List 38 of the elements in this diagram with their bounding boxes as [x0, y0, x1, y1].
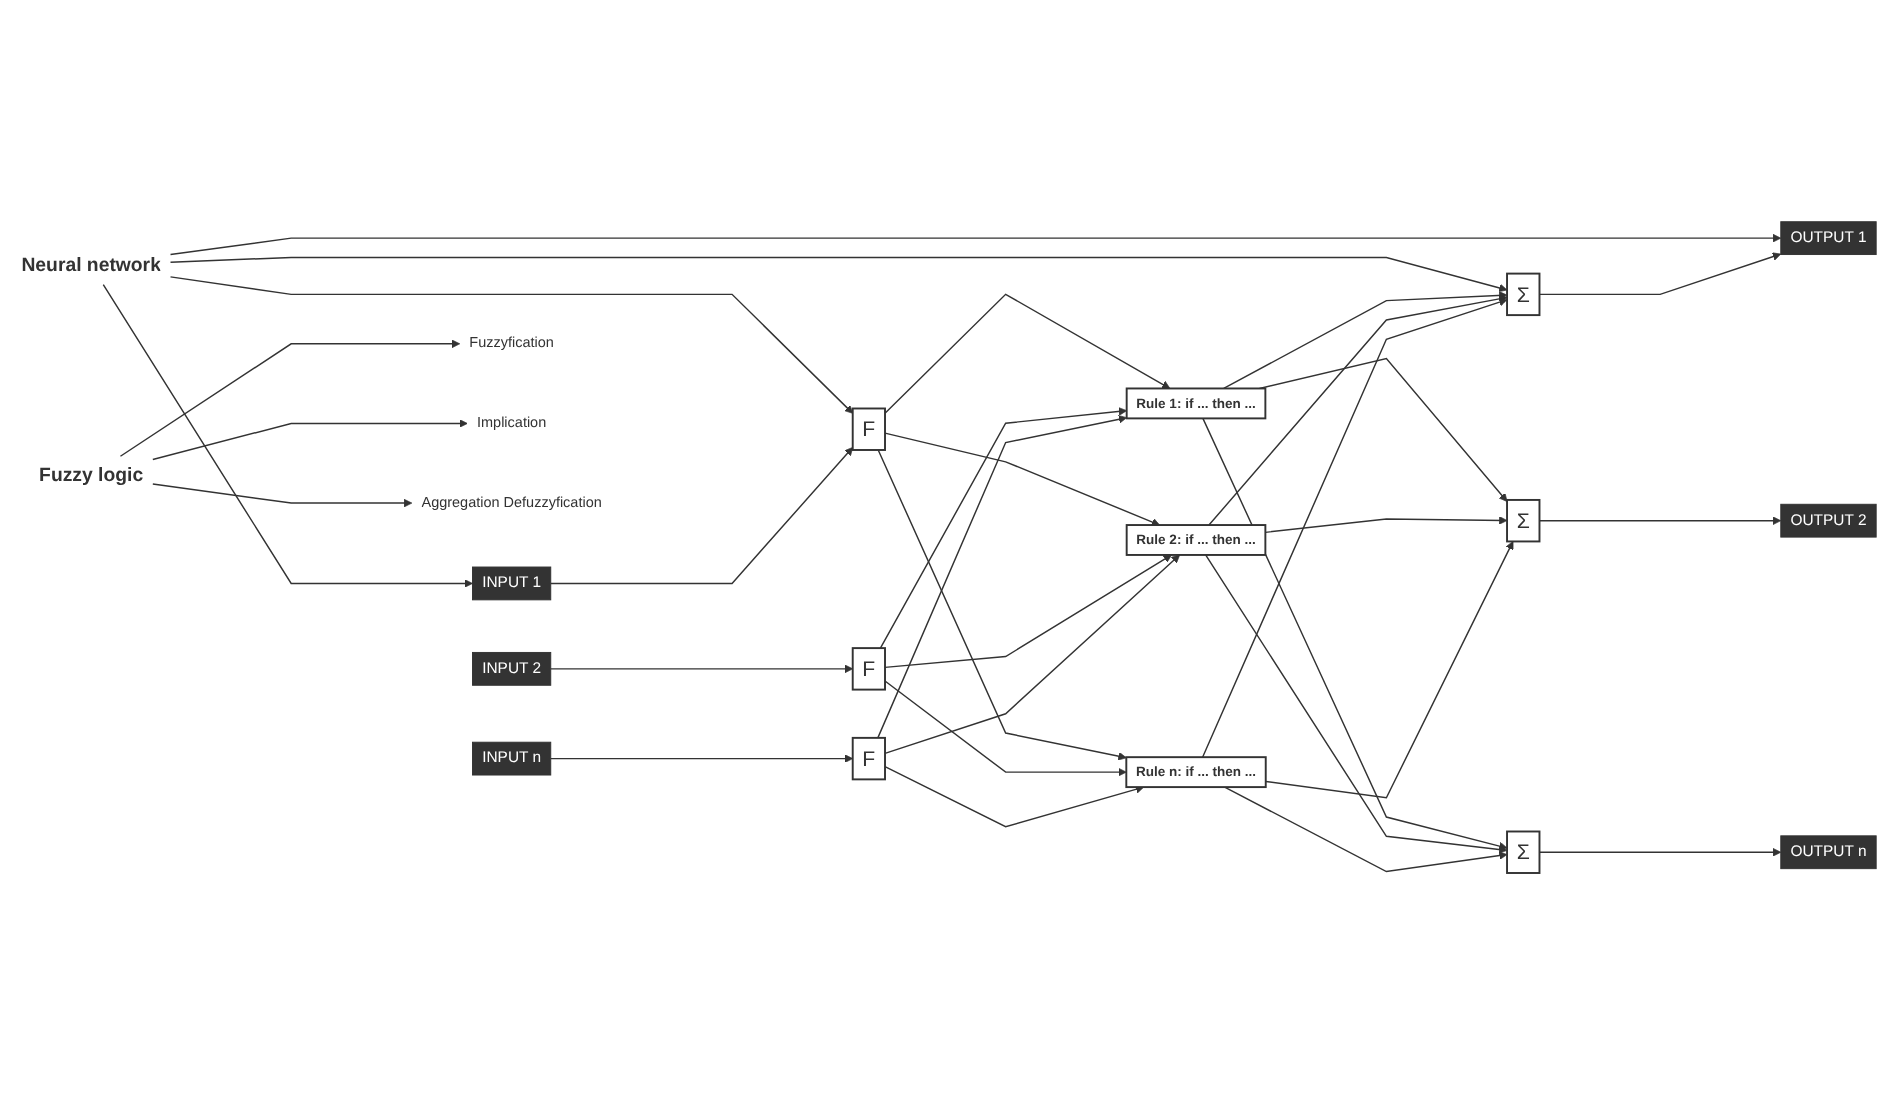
- node-box: F: [851, 736, 886, 780]
- arrow: [1202, 417, 1508, 850]
- arrow: [877, 414, 1128, 739]
- arrow: [884, 554, 1181, 754]
- arrow: [119, 339, 461, 457]
- arrow: [884, 765, 1145, 828]
- arrow: [1204, 553, 1508, 854]
- arrow: [550, 446, 854, 584]
- arrow: [884, 432, 1160, 526]
- arrow: [550, 664, 854, 673]
- arrow: [1201, 297, 1508, 758]
- arrow: [1538, 516, 1782, 525]
- arrow: [879, 406, 1128, 649]
- arrow: [169, 233, 1782, 255]
- arrow: [877, 448, 1127, 761]
- node-box: F: [851, 646, 886, 691]
- node-text: Fuzzy logic: [39, 464, 144, 486]
- arrow: [1265, 540, 1514, 799]
- arrow: [169, 275, 854, 414]
- arrow: [152, 418, 468, 460]
- arrow: [1223, 290, 1508, 389]
- arrow: [550, 754, 854, 763]
- arrow: [1538, 847, 1782, 857]
- arrow: [1223, 786, 1508, 872]
- arrow: [884, 679, 1127, 776]
- arrow: [169, 256, 1508, 292]
- node-box: F: [851, 407, 886, 451]
- node-box: Σ: [1506, 498, 1541, 543]
- node-text: Neural network: [21, 254, 161, 276]
- node-box: Σ: [1506, 272, 1541, 316]
- arrow: [884, 554, 1172, 668]
- arrow: [1538, 252, 1782, 295]
- arrow: [152, 482, 413, 507]
- arrow: [102, 283, 473, 588]
- arrow: [1264, 515, 1508, 533]
- arrow: [884, 293, 1171, 414]
- node-box: Σ: [1506, 830, 1541, 874]
- arrow: [1208, 294, 1508, 526]
